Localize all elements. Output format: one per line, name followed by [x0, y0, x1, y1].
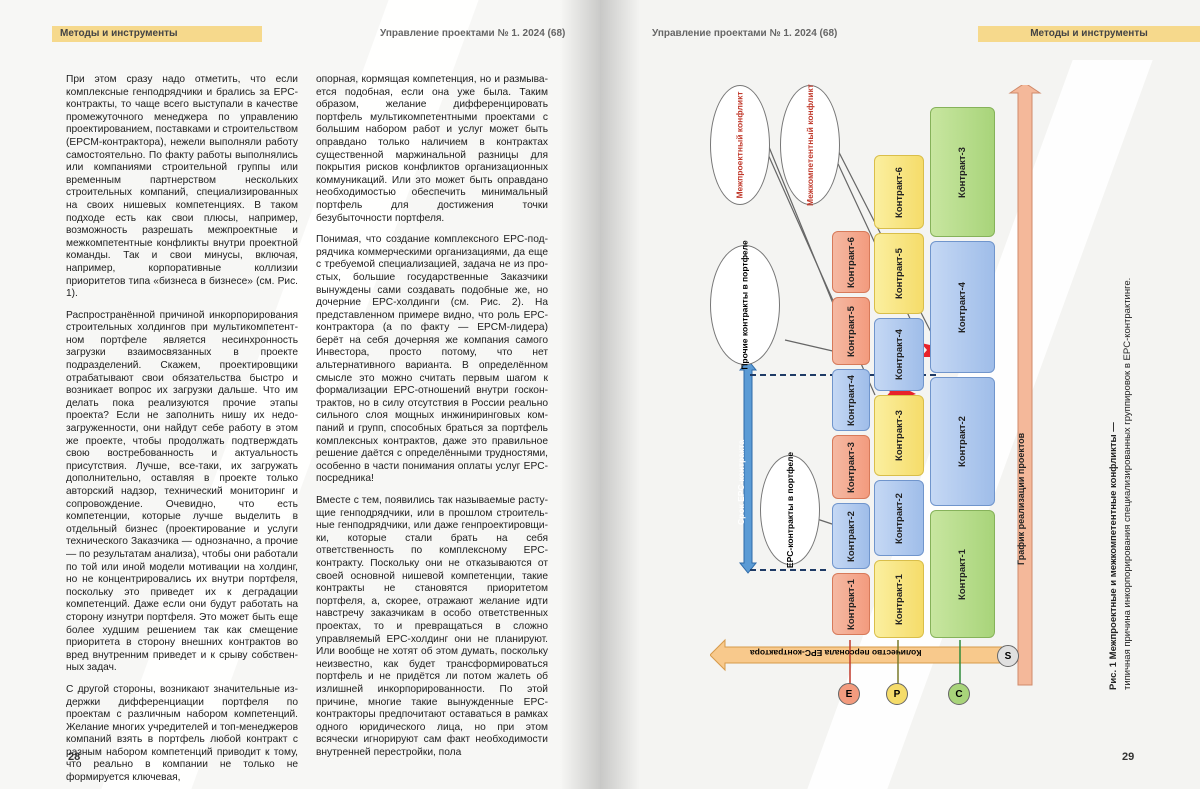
contract-box-c2: Контракт-2: [930, 377, 995, 506]
callout-epc-contracts: EPC-контракты в портфеле: [760, 452, 820, 568]
page-number: 28: [68, 751, 81, 763]
contract-box-e4: Контракт-4: [832, 369, 870, 431]
text-column-1: При этом сразу надо отметить, что если к…: [66, 74, 298, 789]
contract-box-e6: Контракт-6: [832, 231, 870, 293]
page-number: 29: [1122, 751, 1135, 763]
paragraph: Распространённой причиной инкорпорирован…: [66, 309, 298, 674]
letter-e-circle: E: [838, 683, 860, 705]
letter-c-circle: C: [948, 683, 970, 705]
paragraph: При этом сразу надо отметить, что если к…: [66, 74, 298, 300]
paragraph: опорная, кормящая компетенция, но и разм…: [316, 74, 548, 224]
letter-p-circle: P: [886, 683, 908, 705]
contract-box-c4: Контракт-4: [930, 241, 995, 373]
contract-box-e3: Контракт-3: [832, 435, 870, 499]
left-page: Методы и инструменты Управление проектам…: [0, 0, 600, 789]
contract-box-e2: Контракт-2: [832, 503, 870, 569]
epc-term-arrow: [738, 359, 758, 574]
contract-box-e1: Контракт-1: [832, 573, 870, 635]
contract-box-p6: Контракт-6: [874, 155, 924, 229]
contract-box-c1: Контракт-1: [930, 510, 995, 638]
section-tag: Методы и инструменты: [978, 26, 1200, 42]
text-column-2: опорная, кормящая компетенция, но и разм…: [316, 74, 548, 768]
letter-s-circle: S: [997, 645, 1019, 667]
contract-box-c3: Контракт-3: [930, 107, 995, 237]
paragraph: Понимая, что создание комплексного EPC-п…: [316, 234, 548, 485]
contract-box-p3: Контракт-3: [874, 395, 924, 476]
staff-label: Количество персонала EPC-контрактора: [750, 648, 922, 658]
callout-interproject: Межпроектный конфликт: [710, 85, 770, 205]
contract-box-p5: Контракт-5: [874, 233, 924, 314]
paragraph: С другой стороны, возникают значительные…: [66, 683, 298, 784]
contract-box-e5: Контракт-5: [832, 297, 870, 365]
figure-caption-line2: типичная причина инкорпорирования специа…: [1122, 277, 1133, 690]
callout-other-contracts: Прочие контракты в портфеле: [710, 240, 780, 370]
paragraph: Вместе с тем, появились так называемые р…: [316, 495, 548, 758]
figure-diagram: Контракт-1 Контракт-2 Контракт-3 Контрак…: [710, 84, 1045, 705]
section-tag: Методы и инструменты: [52, 26, 262, 42]
figure-caption-line1: Рис. 1 Межпроектные и межкомпетентные ко…: [1108, 422, 1119, 690]
issue-label: Управление проектами № 1. 2024 (68): [652, 28, 838, 39]
contract-box-p2: Контракт-2: [874, 480, 924, 556]
schedule-label: График реализации проектов: [1016, 432, 1026, 565]
contract-box-p4: Контракт-4: [874, 318, 924, 391]
gutter-shadow: [560, 0, 600, 789]
gutter-shadow: [600, 0, 640, 789]
schedule-arrow: [1008, 85, 1042, 686]
contract-box-p1: Контракт-1: [874, 560, 924, 638]
epc-term-label: Срок EPC-контракта: [736, 439, 746, 525]
issue-label: Управление проектами № 1. 2024 (68): [380, 28, 566, 39]
callout-intercompetence: Межкомпетентный конфликт: [780, 84, 840, 206]
